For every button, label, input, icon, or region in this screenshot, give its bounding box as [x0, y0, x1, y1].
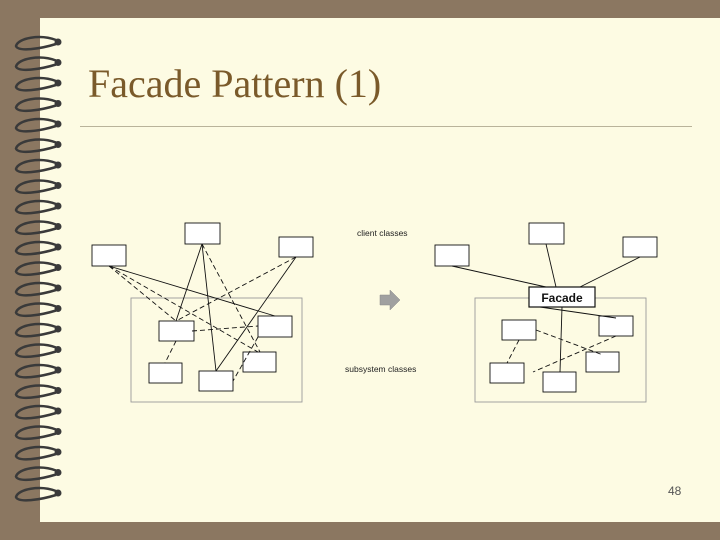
left-client-box-1	[92, 245, 126, 266]
left-client-box-3	[279, 237, 313, 257]
left-subsystem-box-2	[258, 316, 292, 337]
right-client-box-3	[623, 237, 657, 257]
left-subsystem-box-5	[199, 371, 233, 391]
right-subsystem-box-5	[543, 372, 576, 392]
right-subsystem-box-3	[490, 363, 524, 383]
right-subsystem-box-4	[586, 352, 619, 372]
arrow-right-icon	[380, 290, 400, 310]
client-classes-label: client classes	[357, 228, 408, 238]
left-subsystem-box-3	[149, 363, 182, 383]
page-number: 48	[668, 484, 681, 498]
facade-label: Facade	[541, 291, 583, 305]
subsystem-classes-label: subsystem classes	[345, 364, 416, 374]
right-subsystem-box-1	[502, 320, 536, 340]
left-client-box-2	[185, 223, 220, 244]
right-subsystem-box-2	[599, 316, 633, 336]
right-client-box-2	[529, 223, 564, 244]
left-subsystem-box-1	[159, 321, 194, 341]
right-client-box-1	[435, 245, 469, 266]
